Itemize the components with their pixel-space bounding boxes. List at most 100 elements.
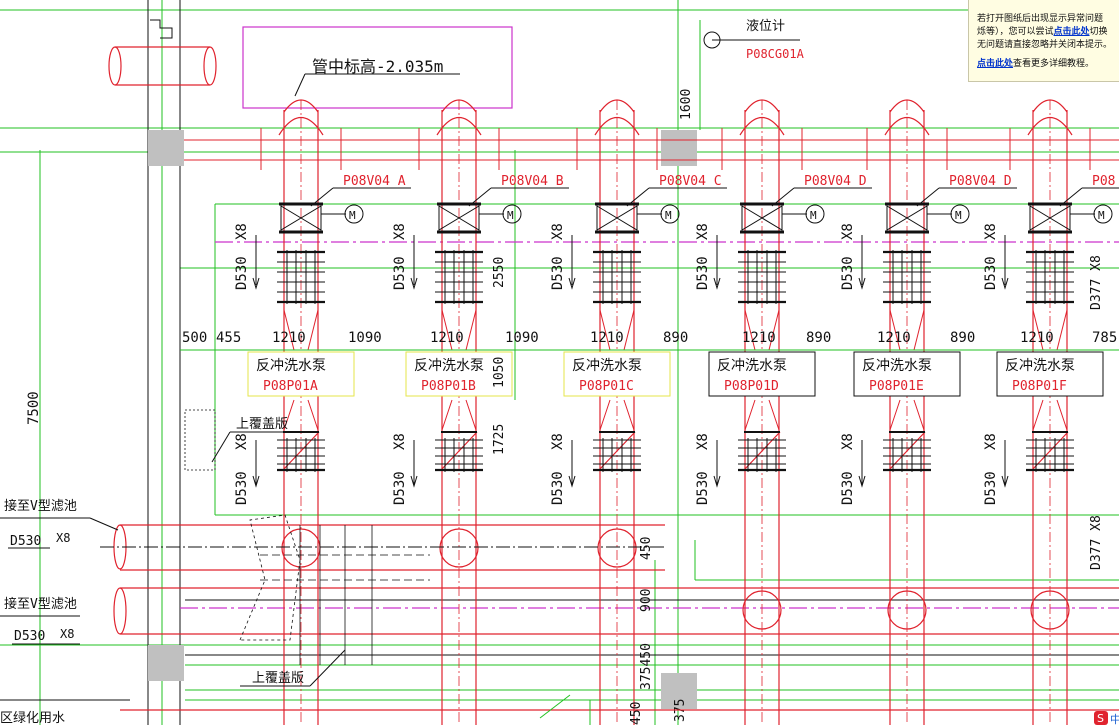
pipe-size-label: D530 (840, 256, 856, 290)
pump-name: 反冲洗水泵 (256, 358, 326, 374)
bottom-arrows (539, 694, 591, 725)
pipe-x8-label: X8 (840, 223, 856, 240)
dim-1725: 1725 (492, 424, 507, 455)
notice-line2: 烁等），您可以尝试点击此处切换 (977, 27, 1108, 37)
magenta-centerlines (180, 241, 1119, 609)
valve-tag: P08V04 D (804, 174, 867, 189)
d377-label-bottom: D377 X8 (1089, 515, 1104, 570)
pump-tag: P08P01A (263, 379, 318, 394)
pipe-size-label: D530 (392, 256, 408, 290)
svg-text:M: M (349, 209, 356, 222)
pump-tag: P08P01E (869, 379, 924, 394)
cover-plate-label-bottom: 上覆盖版 (252, 671, 304, 686)
svg-text:中: 中 (1110, 713, 1119, 725)
tutorial-link[interactable]: 点击此处 (977, 59, 1014, 69)
motor-icon (344, 204, 364, 224)
notice-line4: 点击此处查看更多详细教程。 (977, 59, 1095, 69)
dimension-value: 1210 (590, 330, 624, 346)
d530-label-2: D530 (14, 629, 45, 644)
motor-icon (660, 204, 680, 224)
dimension-value: 500 (182, 330, 207, 346)
pipe-size-label-lower: D530 (550, 471, 566, 505)
dimension-value: 1090 (505, 330, 539, 346)
pump-name: 反冲洗水泵 (414, 358, 484, 374)
dim-1050: 1050 (492, 357, 507, 388)
pump-box[interactable] (563, 351, 671, 397)
pipe-size-label: D530 (983, 256, 999, 290)
pump-tag: P08P01D (724, 379, 779, 394)
motor-icon (1093, 204, 1113, 224)
dimension-value: 455 (216, 330, 241, 346)
pump-tag: P08P01F (1012, 379, 1067, 394)
svg-text:M: M (507, 209, 514, 222)
dimension-value: 890 (950, 330, 975, 346)
level-gauge-label: 液位计 (746, 19, 785, 34)
pipe-size-label-lower: D530 (392, 471, 408, 505)
pipe-size-label-lower: D530 (983, 471, 999, 505)
dim-2550: 2550 (492, 257, 507, 288)
pipe-x8-label: X8 (983, 223, 999, 240)
pump-box[interactable] (708, 351, 816, 397)
red-upper-frame (184, 139, 1119, 161)
dimension-value: 1210 (1020, 330, 1054, 346)
valve-tag: P08V04 C (659, 174, 722, 189)
top-left-marker (150, 19, 173, 39)
app-logo-icon[interactable]: S 中 (1092, 708, 1119, 725)
elevation-note-box (242, 26, 513, 109)
dimension-value: 1210 (430, 330, 464, 346)
pipe-x8-label: X8 (695, 223, 711, 240)
x8-label-1: X8 (56, 531, 70, 545)
pipe-size-label: D530 (234, 256, 250, 290)
to-v-filter-label-1: 接至V型滤池 (4, 498, 77, 514)
pump-box[interactable] (853, 351, 961, 397)
greening-water-label: 区绿化用水 (0, 711, 65, 725)
pipe-x8-label-lower: X8 (234, 433, 250, 450)
pipe-x8-label: X8 (392, 223, 408, 240)
pump-box[interactable] (405, 351, 513, 397)
pipe-x8-label-lower: X8 (392, 433, 408, 450)
pipe-elevation-label: 管中标高-2.035m (312, 57, 443, 76)
svg-text:M: M (1098, 209, 1105, 222)
level-gauge-tag: P08CG01A (746, 47, 805, 61)
pump-box[interactable] (996, 351, 1104, 397)
dim-900: 900 (639, 589, 654, 612)
dim-1600: 1600 (679, 89, 694, 120)
pipe-size-label: D530 (550, 256, 566, 290)
pump-name: 反冲洗水泵 (862, 358, 932, 374)
dimension-value: 890 (663, 330, 688, 346)
svg-text:M: M (665, 209, 672, 222)
pipe-size-label-lower: D530 (695, 471, 711, 505)
pump-name: 反冲洗水泵 (717, 358, 787, 374)
cover-plate-grid (184, 409, 430, 665)
pipe-x8-label: X8 (234, 223, 250, 240)
pump-box[interactable] (247, 351, 355, 397)
dimension-value: 890 (806, 330, 831, 346)
display-issue-notice: 若打开图纸后出现显示异常问题 烁等），您可以尝试点击此处切换 无问题请直接忽略并… (968, 0, 1119, 82)
x8-label-2: X8 (60, 627, 74, 641)
to-v-filter-label-2: 接至V型滤池 (4, 596, 77, 612)
motor-icon (502, 204, 522, 224)
notice-line1: 若打开图纸后出现显示异常问题 (977, 14, 1104, 24)
motor-icon (805, 204, 825, 224)
valve-tag: P08V04 B (501, 174, 564, 189)
pump-name: 反冲洗水泵 (1005, 358, 1075, 374)
notice-line3: 无问题请直接忽略并关闭本提示。 (977, 40, 1113, 50)
dim-375450: 375450 (639, 643, 654, 690)
pipe-x8-label-lower: X8 (983, 433, 999, 450)
dimension-value: 1210 (272, 330, 306, 346)
dim-450-bottom: 450 (629, 702, 644, 725)
motor-icon (950, 204, 970, 224)
pump-name: 反冲洗水泵 (572, 358, 642, 374)
pipe-x8-label-lower: X8 (840, 433, 856, 450)
valve-tag: P08 (1092, 174, 1115, 189)
switch-link[interactable]: 点击此处 (1053, 27, 1090, 37)
valve-tag: P08V04 D (949, 174, 1012, 189)
